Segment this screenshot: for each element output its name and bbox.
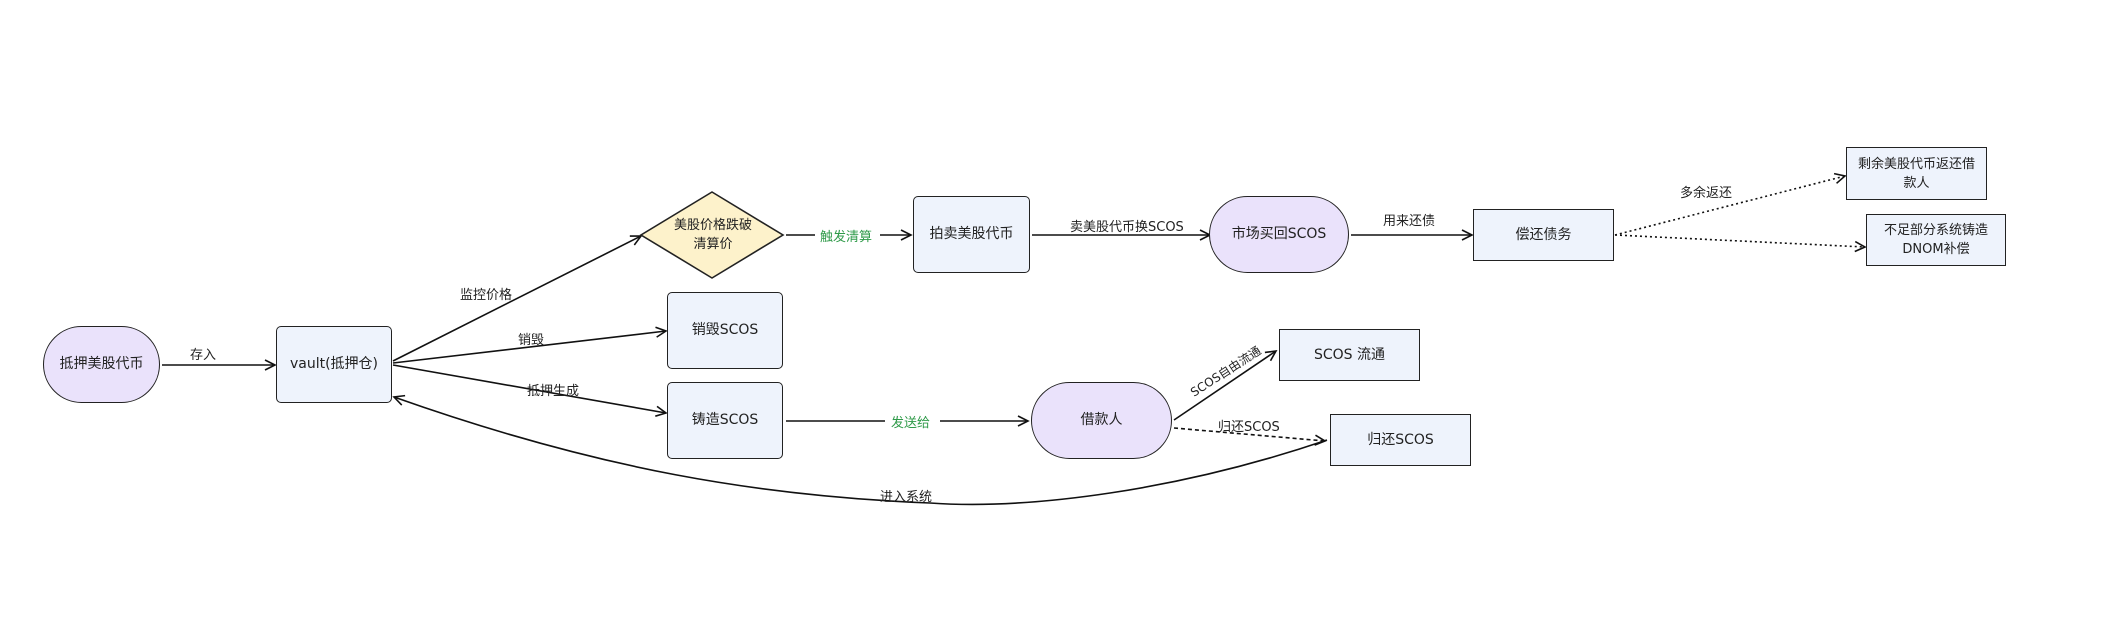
node-price-drop[interactable]: 美股价格跌破清算价 (672, 212, 754, 258)
node-buyback-scos[interactable]: 市场买回SCOS (1209, 196, 1349, 273)
label-return-scos: 归还SCOS (1218, 420, 1280, 435)
node-vault-label: vault(抵押仓) (289, 356, 379, 372)
label-burn: 销毁 (518, 333, 545, 348)
label-free-circulation: SCOS自由流通 (1188, 344, 1264, 400)
edge-shortfall (1614, 234, 1867, 253)
node-burn-scos-label: 销毁SCOS (691, 322, 759, 338)
node-mint-scos[interactable]: 铸造SCOS (667, 382, 783, 459)
node-vault[interactable]: vault(抵押仓) (276, 326, 392, 403)
label-collateral-mint: 抵押生成 (527, 384, 580, 399)
label-enter-system: 进入系统 (880, 490, 933, 505)
label-use-to-repay: 用来还债 (1383, 214, 1436, 229)
label-send-to: 发送给 (891, 416, 931, 431)
node-auction-label: 拍卖美股代币 (929, 226, 1014, 242)
node-scos-circulation-label: SCOS 流通 (1313, 346, 1386, 363)
node-mint-scos-label: 铸造SCOS (691, 412, 759, 428)
node-return-scos-label: 归还SCOS (1367, 431, 1434, 448)
node-shortfall-label: 不足部分系统铸造DNOM补偿 (1883, 223, 1988, 257)
label-surplus-return: 多余返还 (1680, 186, 1733, 201)
edge-circulation (1173, 349, 1278, 421)
node-borrower[interactable]: 借款人 (1031, 382, 1172, 459)
node-collateral-token[interactable]: 抵押美股代币 (43, 326, 160, 403)
label-trigger-liquidation: 触发清算 (820, 230, 873, 245)
label-sell-for-scos: 卖美股代币换SCOS (1070, 220, 1184, 235)
node-buyback-scos-label: 市场买回SCOS (1231, 226, 1327, 242)
node-surplus-return-label: 剩余美股代币返还借款人 (1857, 156, 1975, 191)
node-burn-scos[interactable]: 销毁SCOS (667, 292, 783, 369)
node-price-drop-label: 美股价格跌破清算价 (673, 218, 752, 252)
label-deposit: 存入 (190, 348, 217, 363)
node-surplus-return[interactable]: 剩余美股代币返还借款人 (1846, 147, 1987, 200)
node-auction[interactable]: 拍卖美股代币 (913, 196, 1030, 273)
edge-monitor (392, 235, 643, 362)
edge-return-scos (1173, 427, 1327, 446)
node-collateral-token-label: 抵押美股代币 (59, 356, 144, 372)
edge-burn (392, 326, 668, 364)
node-scos-circulation[interactable]: SCOS 流通 (1279, 329, 1420, 381)
node-borrower-label: 借款人 (1080, 412, 1123, 428)
label-monitor-price: 监控价格 (460, 288, 513, 303)
node-return-scos[interactable]: 归还SCOS (1330, 414, 1471, 466)
edge-mint (392, 364, 668, 417)
node-repay-debt-label: 偿还债务 (1515, 226, 1572, 243)
edge-enter-system (392, 394, 1328, 506)
node-repay-debt[interactable]: 偿还债务 (1473, 209, 1614, 261)
decision-diamond (639, 191, 785, 279)
node-shortfall-compensation[interactable]: 不足部分系统铸造DNOM补偿 (1866, 214, 2006, 266)
